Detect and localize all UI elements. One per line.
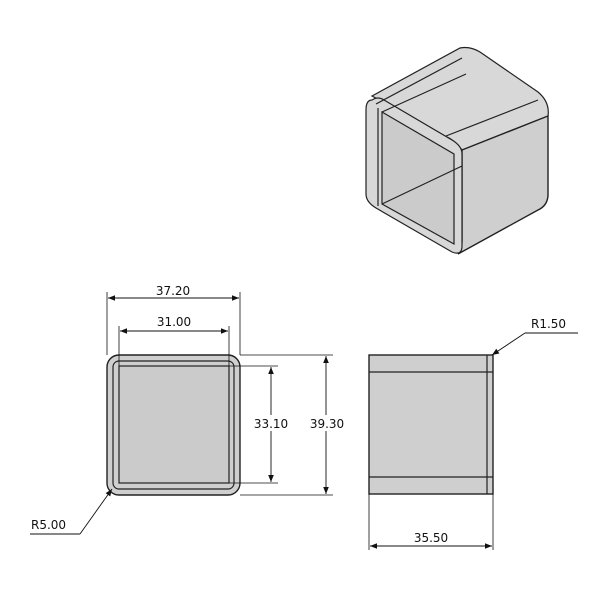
iso-top-edge: [375, 57, 463, 105]
dim-outer-width-label: 37.20: [156, 284, 190, 298]
dim-outer-height-label: 39.30: [310, 417, 344, 431]
dim-outer-radius: R5.00: [30, 488, 113, 535]
side-body: [368, 354, 494, 495]
dim-outer-radius-label: R5.00: [31, 518, 66, 532]
iso-opening: [381, 110, 455, 246]
front-view: [106, 354, 241, 496]
dim-edge-radius-label: R1.50: [531, 317, 566, 331]
iso-top-edge-2: [445, 99, 539, 137]
dim-inner-width-label: 31.00: [157, 315, 191, 329]
iso-inner-edge-2: [381, 165, 463, 205]
dim-inner-height: 33.10: [229, 365, 292, 484]
iso-inner-edge-1: [381, 73, 467, 113]
dim-outer-width: 37.20: [106, 284, 241, 355]
dim-edge-radius: R1.50: [491, 317, 578, 356]
side-view: [368, 354, 494, 495]
dim-depth-label: 35.50: [414, 531, 448, 545]
dim-inner-height-label: 33.10: [254, 417, 288, 431]
front-inner: [118, 365, 230, 484]
dim-outer-height: 39.30: [240, 354, 349, 496]
dim-depth: 35.50: [368, 494, 494, 550]
dim-inner-width: 31.00: [118, 315, 230, 366]
isometric-view: [365, 46, 549, 255]
front-rim-line: [112, 360, 235, 490]
